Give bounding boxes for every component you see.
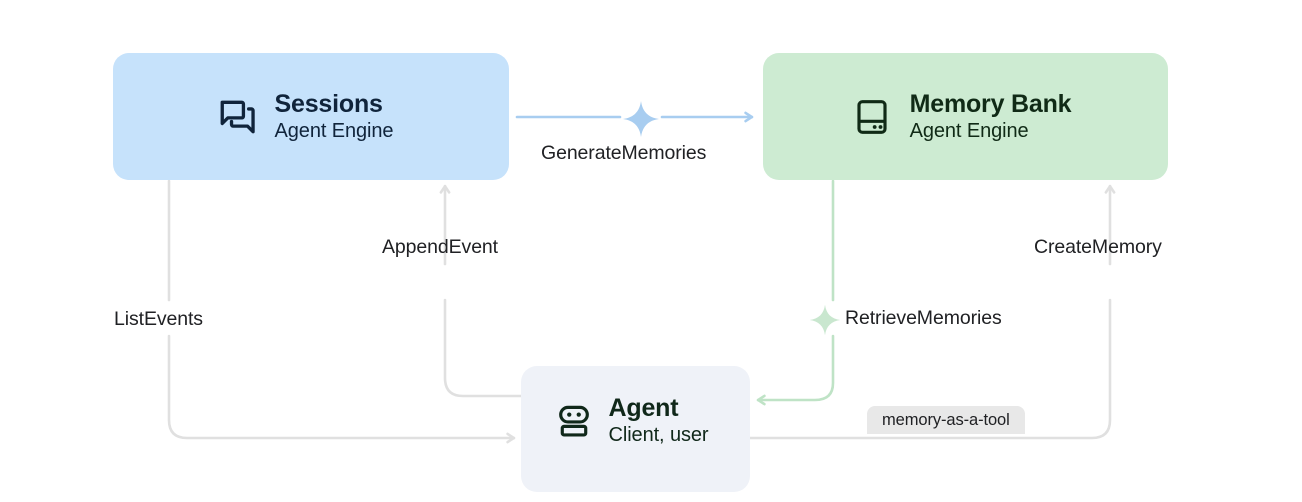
node-sessions[interactable]: Sessions Agent Engine	[113, 53, 509, 180]
node-memory-bank-title: Memory Bank	[909, 89, 1072, 118]
node-memory-bank-subtitle: Agent Engine	[909, 119, 1029, 142]
edge-create-memory	[748, 184, 1116, 440]
memory-as-a-tool-badge: memory-as-a-tool	[867, 406, 1025, 434]
robot-icon	[558, 405, 589, 437]
node-agent-title: Agent	[608, 394, 679, 422]
edge-list-events	[167, 179, 516, 444]
edge-append-event	[439, 184, 523, 398]
node-memory-bank[interactable]: Memory Bank Agent Engine	[763, 53, 1168, 180]
edge-label-retrieve-memories: RetrieveMemories	[845, 307, 1002, 329]
edge-label-create-memory: CreateMemory	[1034, 236, 1162, 258]
edge-label-append-event: AppendEvent	[382, 236, 498, 258]
node-agent-subtitle: Client, user	[608, 424, 709, 446]
edge-label-generate-memories: GenerateMemories	[541, 142, 707, 164]
forum-chat-bubbles-icon	[220, 100, 255, 133]
database-drive-icon	[857, 99, 887, 134]
node-sessions-subtitle: Agent Engine	[274, 119, 394, 142]
edge-retrieve-memories	[756, 179, 835, 406]
edge-label-list-events: ListEvents	[114, 308, 203, 330]
node-sessions-title: Sessions	[274, 89, 383, 118]
node-agent[interactable]: Agent Client, user	[521, 366, 750, 492]
